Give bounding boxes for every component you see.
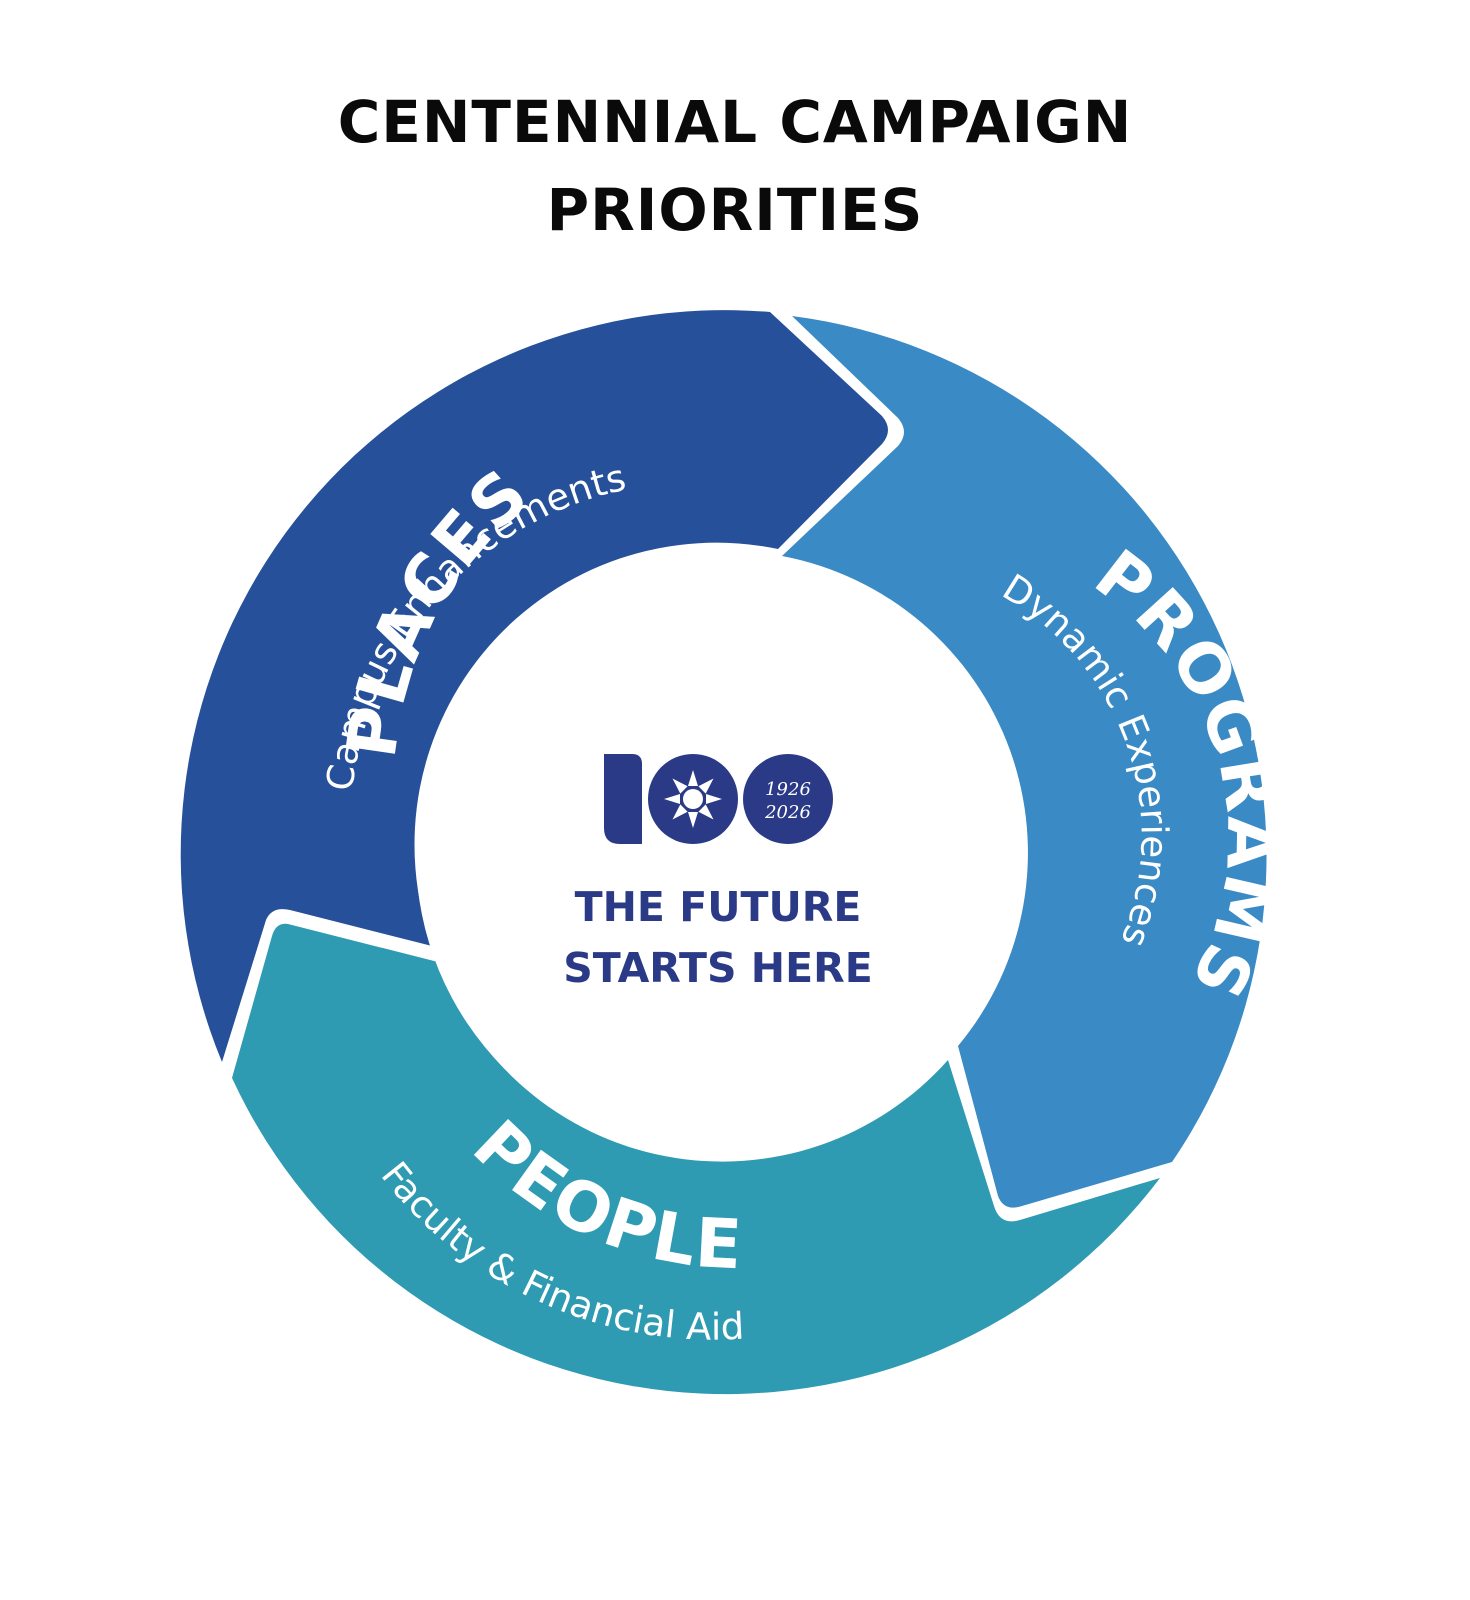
- segment-places: [180, 310, 889, 1062]
- title-line-2: PRIORITIES: [546, 176, 924, 244]
- centennial-logo: 1926 2026: [604, 754, 833, 844]
- logo-year-end: 2026: [764, 802, 811, 823]
- segment-programs: [782, 316, 1267, 1208]
- logo-digit-one: [604, 754, 642, 844]
- segment-people: [232, 923, 1160, 1395]
- logo-digit-zero: [743, 754, 833, 844]
- title-line-1: CENTENNIAL CAMPAIGN: [337, 88, 1133, 156]
- center-circle: [416, 553, 1020, 1157]
- tagline-line-2: STARTS HERE: [563, 944, 872, 992]
- tagline-line-1: THE FUTURE: [575, 883, 862, 931]
- logo-year-start: 1926: [765, 779, 811, 800]
- page-title: CENTENNIAL CAMPAIGN PRIORITIES: [0, 78, 1470, 254]
- centennial-100-sun-icon: [648, 754, 738, 844]
